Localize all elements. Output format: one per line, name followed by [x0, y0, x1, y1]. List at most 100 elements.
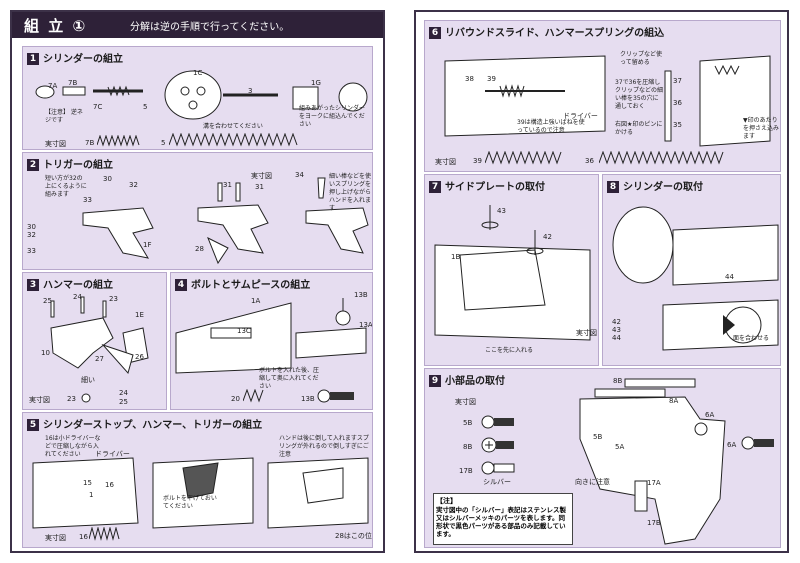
- part-label: 1A: [251, 297, 261, 305]
- actual-size-label: 実寸図: [576, 329, 597, 337]
- spring-label: 24: [119, 389, 128, 397]
- part-label: 1F: [143, 241, 152, 249]
- page-subtitle: 分解は逆の手順で行ってください。: [130, 22, 290, 33]
- screw-label: 13B: [301, 395, 315, 403]
- part-label: 1B: [451, 253, 461, 261]
- spring-label: 23: [67, 395, 76, 403]
- screw-17b-icon: [481, 461, 515, 475]
- part-label: 25: [43, 297, 52, 305]
- actual-size-label: 実寸図: [435, 158, 456, 166]
- actual-size-label: 実寸図: [45, 140, 66, 148]
- spring-label: 39: [473, 157, 482, 165]
- title-bar: 組 立 ① 分解は逆の手順で行ってください。: [12, 12, 383, 38]
- part-label: 31: [255, 183, 264, 191]
- part-label: 37: [673, 77, 682, 85]
- strong-spring-note: 39は構造上強いばねを使っているので注意: [517, 119, 585, 134]
- note-text: 実寸図中の「シルバー」表記はステンレス製又はシルバーメッキのパーツを表します。同…: [436, 506, 566, 538]
- part-label: 17A: [647, 479, 661, 487]
- driver-label: ドライバー: [95, 450, 130, 458]
- insert-first-note: ここを先に入れる: [485, 347, 534, 354]
- rebound-slide-illustration: [444, 55, 771, 147]
- part-label: 1C: [193, 69, 203, 77]
- screw-label: 42: [612, 318, 621, 326]
- spring-label: 5: [161, 139, 166, 147]
- part-label: 33: [83, 196, 92, 204]
- part-label: 31: [223, 181, 232, 189]
- orientation-note: 向きに注意: [575, 478, 610, 486]
- part-label: 32: [27, 231, 36, 239]
- spring-5-icon: [169, 133, 298, 147]
- part-label: 10: [41, 349, 50, 357]
- actual-size-label: 実寸図: [29, 396, 50, 404]
- compress-note: 37で36を圧縮しクリップなどの細い棒を35の穴に通しておく: [615, 79, 664, 110]
- cylinder-mount-illustration: [612, 206, 779, 351]
- part-label: 8A: [669, 397, 679, 405]
- screw-list-42-44: 42 43 44: [612, 318, 621, 342]
- part-label: 3: [248, 87, 253, 95]
- spring-label: 36: [585, 157, 594, 165]
- thin-note: 細い: [81, 376, 95, 384]
- part-label: 34: [295, 171, 304, 179]
- part-label: 6A: [705, 411, 715, 419]
- part-label: 30: [27, 223, 36, 231]
- spring-label: 20: [231, 395, 240, 403]
- pin-note: 右図★印のピンにかける: [615, 121, 663, 136]
- trigger-note: 短い方が32の上にくるように組みます: [45, 175, 87, 198]
- part-label: 17B: [647, 519, 661, 527]
- spring-label: 25: [119, 398, 128, 406]
- assembly-note: 組みあがったシリンダーをヨークに組込んでください: [299, 105, 366, 128]
- spring-23-icon: [81, 393, 91, 403]
- screw-label: 17B: [459, 467, 473, 475]
- part-label: 5B: [593, 433, 603, 441]
- screw-label: 5B: [463, 419, 473, 427]
- part-label: 36: [673, 99, 682, 107]
- position-note: 28はこの位置で: [335, 532, 372, 540]
- small-parts-illustration: [579, 378, 726, 545]
- actual-size-label: 実寸図: [45, 534, 66, 542]
- part-label: 33: [27, 247, 36, 255]
- part-label: 7B: [68, 79, 78, 87]
- trigger-assembly-illustration: [82, 177, 369, 265]
- part-label: 1: [89, 491, 94, 499]
- part-label: 26: [135, 353, 144, 361]
- part-label: 8B: [613, 377, 623, 385]
- warning-note: 【注意】 逆ネジです: [45, 109, 83, 124]
- part-label: 16: [105, 481, 114, 489]
- clip-note: クリップなど使って留める: [620, 51, 663, 66]
- part-label: 35: [673, 121, 682, 129]
- part-label: 7C: [93, 103, 103, 111]
- part-label: 6A: [727, 441, 737, 449]
- driver-note: 16は小ドライバーなどで圧縮しながら入れてください: [45, 435, 101, 458]
- part-label: 23: [109, 295, 118, 303]
- align-note: 面を合わせる: [733, 335, 770, 342]
- part-label: 13B: [354, 291, 368, 299]
- part-label: 7A: [48, 82, 58, 90]
- spring-36-icon: [599, 151, 724, 165]
- screw-5b-icon: [481, 415, 514, 429]
- screw-8b-icon: [481, 437, 514, 453]
- silver-label: シルバー: [483, 478, 511, 486]
- spring-label: 16: [79, 533, 88, 541]
- part-label: 15: [83, 479, 92, 487]
- part-label: 39: [487, 75, 496, 83]
- actual-size-label: 実寸図: [251, 172, 272, 180]
- part-label: 38: [465, 75, 474, 83]
- part-label: 24: [73, 293, 82, 301]
- spring-16-icon: [89, 527, 120, 541]
- screw-label: 43: [612, 326, 621, 334]
- bolt-assembly-illustration: [175, 298, 367, 374]
- spring-20-icon: [243, 389, 264, 403]
- part-label: 42: [543, 233, 552, 241]
